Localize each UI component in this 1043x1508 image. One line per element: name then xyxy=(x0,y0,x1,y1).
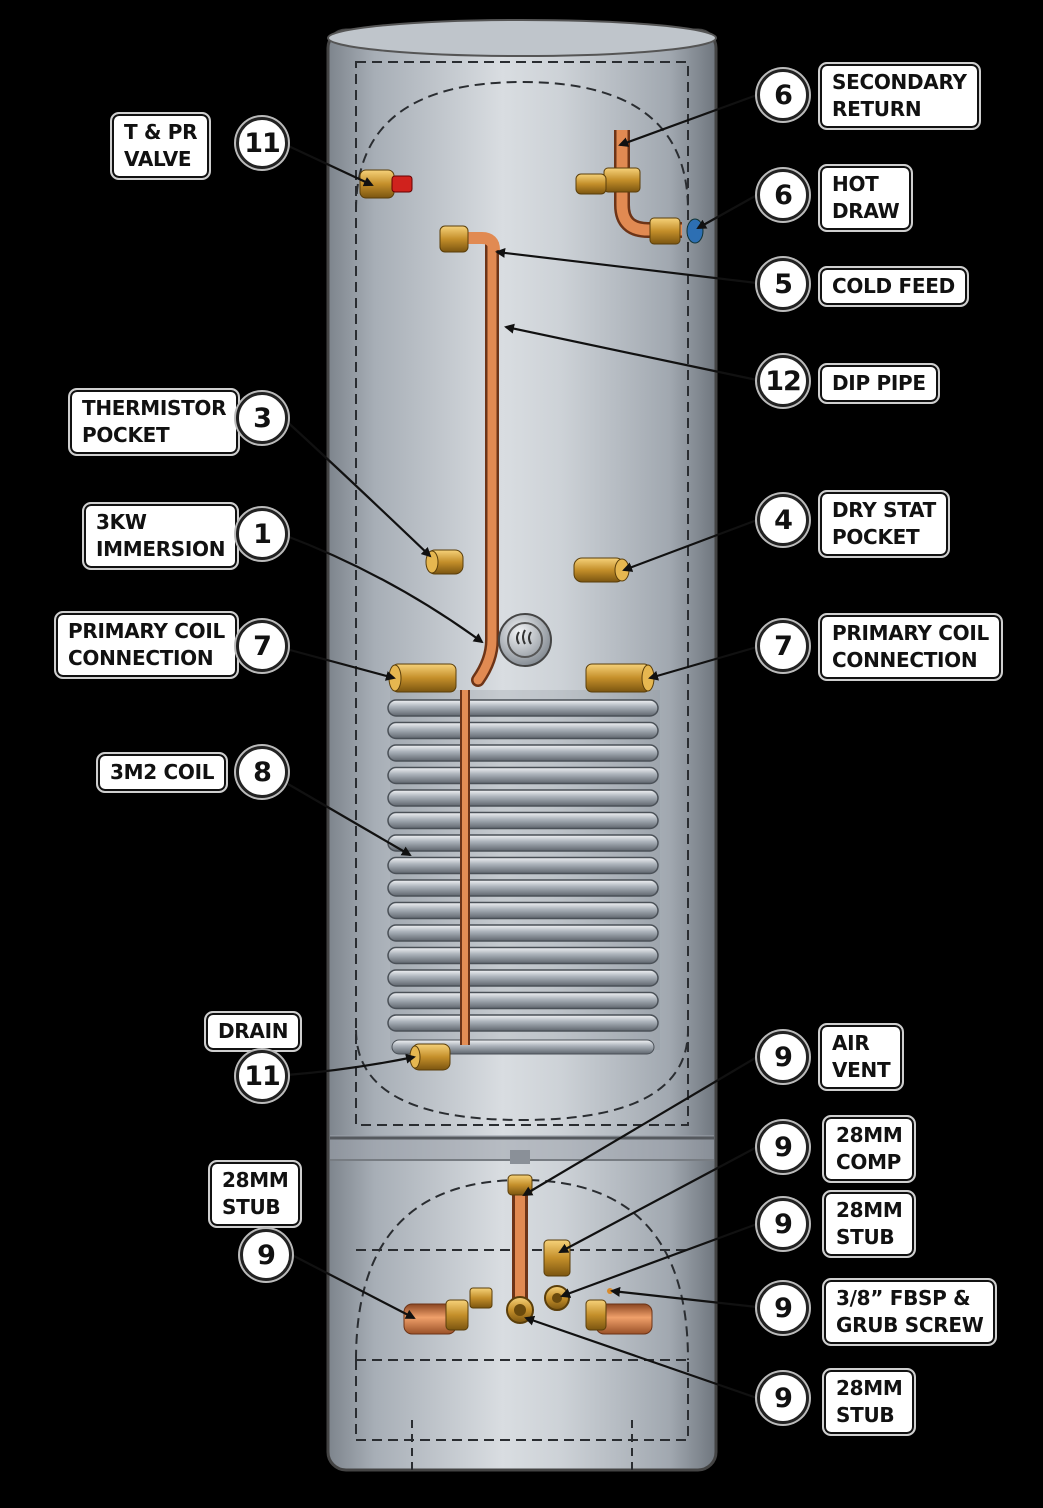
callout-fbsp-grub-number: 9 xyxy=(757,1282,809,1334)
callout-cold-feed-label: COLD FEED xyxy=(818,266,969,307)
callout-stub-28mm-left-label: 28MM STUB xyxy=(208,1160,303,1228)
callout-stub-28mm-left-number: 9 xyxy=(240,1229,292,1281)
callout-primary-coil-right-label: PRIMARY COIL CONNECTION xyxy=(818,613,1003,681)
coil-ring xyxy=(387,879,659,897)
callout-coil-label: 3M2 COIL xyxy=(96,752,229,793)
callout-cold-feed-number: 5 xyxy=(757,258,809,310)
callout-secondary-return-number: 6 xyxy=(757,69,809,121)
callout-dry-stat-pocket-label: DRY STAT POCKET xyxy=(818,490,951,558)
coil-ring xyxy=(387,969,659,987)
callout-immersion-label: 3KW IMMERSION xyxy=(82,502,240,570)
dry-stat-pocket-fitting xyxy=(573,557,630,583)
callout-primary-coil-left-label: PRIMARY COIL CONNECTION xyxy=(54,611,239,679)
coil-ring xyxy=(387,766,659,785)
coil-ring xyxy=(387,991,659,1010)
callout-fbsp-grub-label: 3/8” FBSP & GRUB SCREW xyxy=(822,1278,998,1346)
callout-stub-28mm-right-2-number: 9 xyxy=(757,1372,809,1424)
callout-comp-28mm-number: 9 xyxy=(757,1121,809,1173)
callout-primary-coil-right-number: 7 xyxy=(757,620,809,672)
callout-air-vent-label: AIR VENT xyxy=(818,1023,905,1091)
coil-ring xyxy=(387,789,659,807)
coil-ring xyxy=(387,1014,659,1032)
callout-stub-28mm-right-1-number: 9 xyxy=(757,1198,809,1250)
callout-hot-draw-label: HOT DRAW xyxy=(818,164,914,232)
callout-air-vent-number: 9 xyxy=(757,1031,809,1083)
callout-secondary-return-label: SECONDARY RETURN xyxy=(818,62,981,130)
coil-ring xyxy=(387,856,659,875)
coil-ring xyxy=(387,811,659,830)
drain-fitting xyxy=(409,1043,451,1071)
callout-dip-pipe-label: DIP PIPE xyxy=(818,363,940,404)
tpr-valve xyxy=(359,169,413,199)
thermistor-pocket-fitting xyxy=(425,549,464,575)
callout-hot-draw-number: 6 xyxy=(757,169,809,221)
heat-exchanger-coil xyxy=(387,690,660,1055)
callout-stub-28mm-right-2-label: 28MM STUB xyxy=(822,1368,917,1436)
callout-thermistor-pocket-number: 3 xyxy=(236,392,288,444)
callout-immersion-number: 1 xyxy=(236,508,288,560)
callout-t-pr-valve-label: T & PR VALVE xyxy=(110,112,212,180)
coil-ring xyxy=(387,901,659,920)
coil-ring xyxy=(387,834,659,852)
callout-comp-28mm-label: 28MM COMP xyxy=(822,1115,917,1183)
callout-coil-number: 8 xyxy=(236,746,288,798)
coil-ring xyxy=(391,1039,655,1055)
hot-draw-pipework xyxy=(439,130,704,253)
callout-t-pr-valve-number: 11 xyxy=(236,117,288,169)
leader-lines xyxy=(281,93,758,1400)
immersion-boss xyxy=(498,613,552,667)
callout-drain-number: 11 xyxy=(236,1050,288,1102)
callout-dip-pipe-number: 12 xyxy=(757,355,809,407)
callout-dry-stat-pocket-number: 4 xyxy=(757,494,809,546)
callout-thermistor-pocket-label: THERMISTOR POCKET xyxy=(68,388,241,456)
coil-ring xyxy=(387,946,659,965)
coil-ring xyxy=(387,924,659,942)
coil-ring xyxy=(387,699,659,717)
callout-primary-coil-left-number: 7 xyxy=(236,620,288,672)
callout-stub-28mm-right-1-label: 28MM STUB xyxy=(822,1190,917,1258)
coil-ring xyxy=(387,744,659,762)
coil-ring xyxy=(387,721,659,740)
callout-drain-label: DRAIN xyxy=(204,1011,303,1052)
dip-pipe xyxy=(456,232,500,687)
